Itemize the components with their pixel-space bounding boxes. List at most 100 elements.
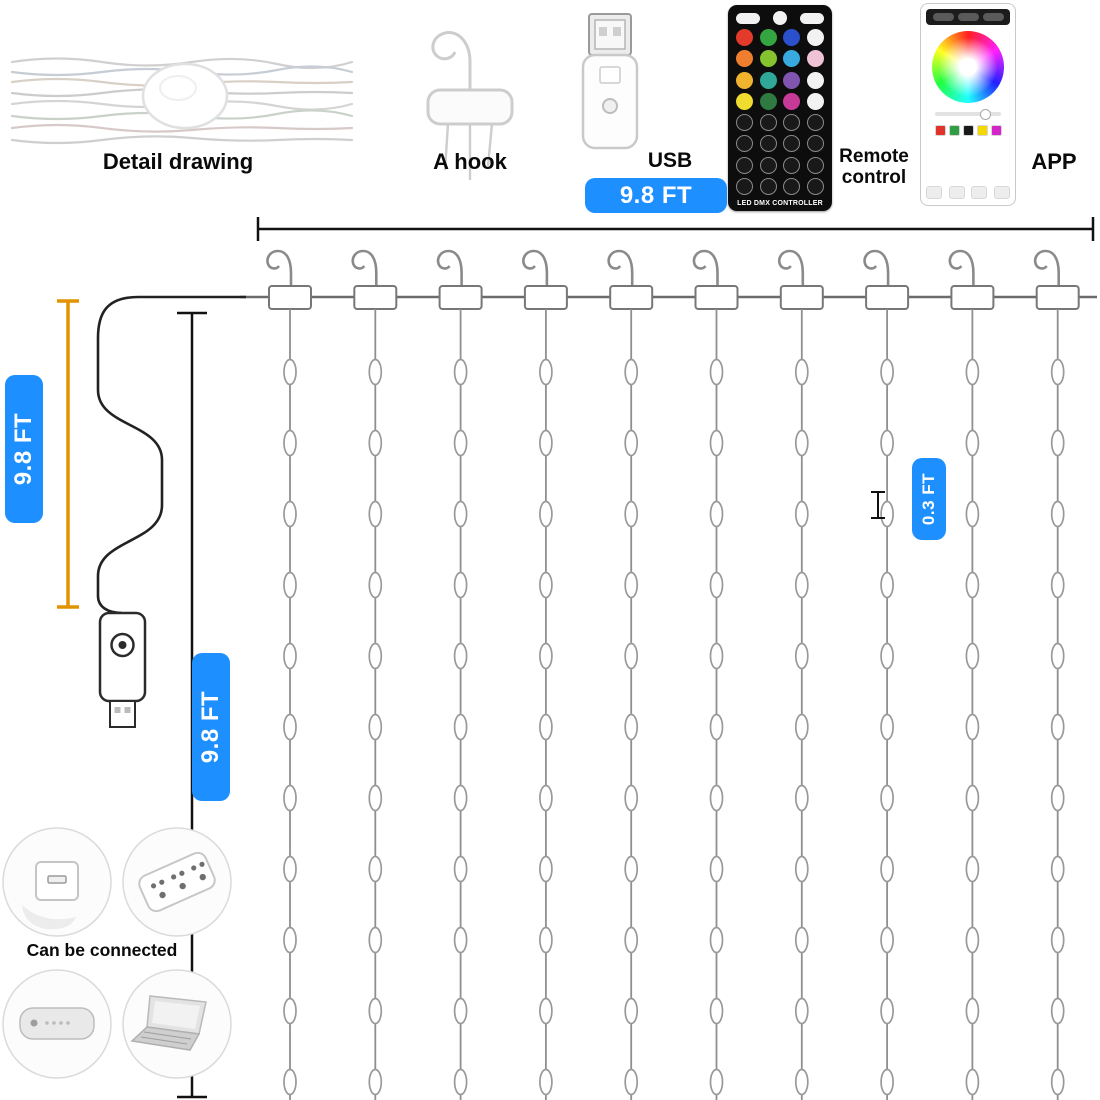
light-strand — [948, 249, 995, 1100]
app-label: APP — [1031, 149, 1077, 174]
width-bracket — [256, 217, 1095, 241]
remote-button — [806, 71, 824, 89]
usb-label: USB — [647, 149, 693, 172]
led-bulb — [794, 784, 809, 812]
hanger-hook-icon — [692, 249, 719, 287]
led-bulb — [1050, 500, 1065, 528]
power-strip-photo — [138, 851, 216, 913]
remote-button — [806, 114, 824, 132]
remote-button — [806, 29, 824, 47]
hanger-hook-icon — [948, 249, 975, 287]
led-bulb — [880, 429, 894, 457]
hanger-hook-icon — [351, 249, 378, 287]
led-bulb — [283, 358, 297, 386]
usb-plug-graphic — [98, 611, 147, 728]
led-bulb — [965, 855, 980, 883]
led-bulb — [539, 855, 553, 883]
remote-button — [736, 177, 753, 195]
led-bulb — [1050, 926, 1065, 954]
led-bulb — [283, 1068, 297, 1096]
led-bulb — [368, 571, 383, 599]
remote-button — [783, 50, 801, 68]
can-be-connected-caption: Can be connected — [26, 940, 178, 960]
led-bulb — [1050, 997, 1065, 1025]
led-bulb — [283, 784, 297, 812]
app-header-pill — [932, 13, 954, 21]
led-bulb — [283, 500, 297, 528]
led-bulb — [794, 1068, 809, 1096]
curtain-height-badge: 9.8 FT — [192, 653, 230, 801]
led-bulb — [794, 855, 809, 883]
led-bulb — [709, 571, 724, 599]
led-bulb — [624, 997, 639, 1025]
led-bulb — [283, 713, 297, 741]
light-strand — [607, 249, 654, 1100]
light-strand — [436, 249, 483, 1100]
bulb-spacing-badge: 0.3 FT — [912, 458, 946, 540]
remote-label: Remote control — [832, 146, 916, 189]
remote-button — [759, 50, 777, 68]
led-bulb — [709, 784, 724, 812]
wire-clamp — [609, 285, 654, 310]
led-bulb — [539, 784, 553, 812]
color-swatch-row — [934, 125, 1002, 136]
led-bulb — [709, 429, 724, 457]
remote-button — [783, 114, 801, 132]
remote-button — [736, 114, 753, 132]
remote-label-line1: Remote — [839, 146, 909, 167]
led-bulb — [709, 358, 724, 386]
led-bulb — [368, 642, 383, 670]
brightness-slider — [935, 108, 1001, 120]
color-swatch — [990, 125, 1002, 136]
usb-connector-graphic — [581, 13, 639, 150]
remote-button — [783, 71, 801, 89]
remote-button — [806, 135, 824, 153]
led-bulb — [880, 997, 894, 1025]
led-bulb — [453, 500, 468, 528]
led-bulb — [368, 1068, 383, 1096]
led-bulb — [1050, 713, 1065, 741]
led-bulb — [624, 429, 639, 457]
led-bulb — [624, 713, 639, 741]
curtain-width-badge: 9.8 FT — [5, 375, 43, 523]
remote-button — [759, 135, 777, 153]
led-bulb — [709, 713, 724, 741]
led-bulb — [368, 855, 383, 883]
led-bulb — [794, 500, 809, 528]
hanger-hook-icon — [266, 249, 293, 287]
led-bulb — [283, 642, 297, 670]
led-bulb — [539, 1068, 553, 1096]
app-tab-bar — [926, 186, 1010, 199]
led-bulb — [1050, 1068, 1065, 1096]
led-bulb — [794, 571, 809, 599]
remote-power-button — [736, 12, 760, 24]
led-bulb — [709, 1068, 724, 1096]
led-bulb — [880, 784, 894, 812]
color-swatch — [962, 125, 974, 136]
led-bulb — [453, 997, 468, 1025]
remote-label-line2: control — [841, 166, 907, 188]
remote-mode-button — [773, 11, 787, 25]
light-strand — [778, 249, 824, 1100]
led-bulb — [965, 1068, 980, 1096]
led-bulb — [368, 713, 383, 741]
led-bulb — [794, 997, 809, 1025]
led-bulb — [453, 926, 468, 954]
led-bulb — [539, 713, 553, 741]
led-bulb — [368, 926, 383, 954]
bulb-spacing-dimension — [871, 491, 885, 519]
led-bulb — [539, 926, 553, 954]
wire-clamp — [438, 285, 483, 310]
led-bulb — [283, 571, 297, 599]
led-bulb — [1050, 429, 1065, 457]
led-bulb — [624, 784, 639, 812]
remote-button — [759, 71, 777, 89]
led-bulb — [794, 429, 809, 457]
led-bulb — [368, 784, 383, 812]
app-phone-graphic — [920, 3, 1016, 206]
led-bulb — [453, 642, 468, 670]
color-swatch — [976, 125, 988, 136]
led-bulb — [1050, 784, 1065, 812]
wire-clamp — [950, 285, 995, 310]
remote-button-row — [736, 177, 824, 195]
